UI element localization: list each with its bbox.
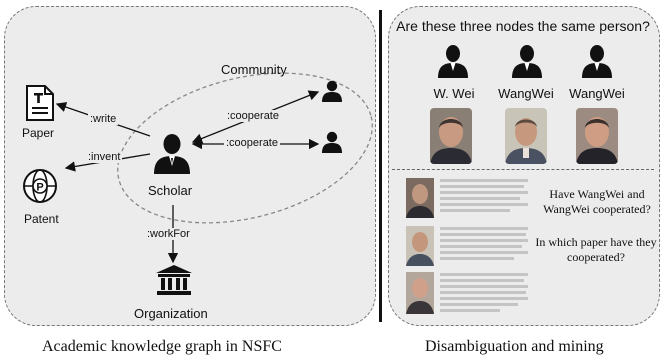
paper-snippet xyxy=(406,178,528,218)
node-label-2: WangWei xyxy=(498,86,554,101)
community-ellipse xyxy=(117,72,373,224)
scholar-icon xyxy=(154,134,190,174)
person-icon xyxy=(322,131,342,153)
portrait-photo xyxy=(430,108,472,164)
paper-icon xyxy=(26,85,54,121)
edge-label-invent: :invent xyxy=(86,151,123,163)
organization-label: Organization xyxy=(134,306,208,321)
node-label-1: W. Wei xyxy=(433,86,475,101)
question-title: Are these three nodes the same person? xyxy=(396,18,650,34)
paper-snippet xyxy=(406,272,528,314)
person-icon xyxy=(582,45,612,78)
organization-icon xyxy=(156,265,192,295)
person-icon xyxy=(512,45,542,78)
community-label: Community xyxy=(221,62,287,77)
person-icon xyxy=(322,80,342,102)
paper-label: Paper xyxy=(22,126,55,140)
edge-label-cooperate-2: :cooperate xyxy=(224,137,280,149)
edge-label-cooperate-1: :cooperate xyxy=(225,110,281,122)
scholar-label: Scholar xyxy=(148,183,193,198)
patent-icon: P xyxy=(23,169,57,203)
portrait-photo xyxy=(505,108,547,164)
question-cooperated: Have WangWei and WangWei cooperated? xyxy=(543,187,651,216)
question-which-paper: In which paper have they cooperated? xyxy=(535,235,657,264)
panel-divider xyxy=(379,10,382,322)
edge-label-work-for: :workFor xyxy=(145,228,192,240)
right-caption: Disambiguation and mining xyxy=(425,338,604,355)
node-label-3: WangWei xyxy=(569,86,625,101)
left-caption: Academic knowledge graph in NSFC xyxy=(42,338,282,355)
svg-text:P: P xyxy=(36,182,43,194)
paper-snippet xyxy=(406,226,528,266)
person-icon xyxy=(438,45,468,78)
edge-label-write: :write xyxy=(88,113,119,125)
section-separator xyxy=(392,169,654,170)
portrait-photo xyxy=(576,108,618,164)
patent-label: Patent xyxy=(24,212,59,226)
